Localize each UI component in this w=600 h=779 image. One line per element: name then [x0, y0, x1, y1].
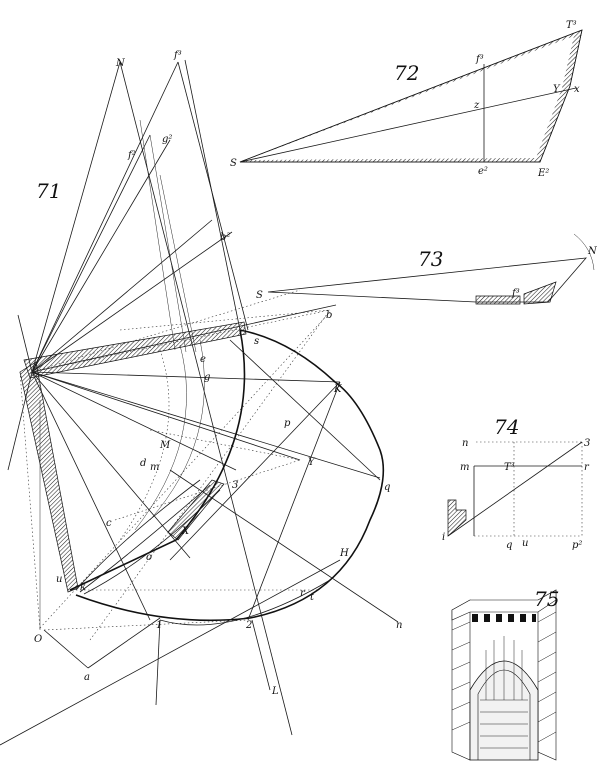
label-E2-72: E² — [537, 168, 549, 179]
label-b2-71: b² — [220, 232, 230, 243]
middle-strip-hatch — [167, 479, 225, 541]
label-g2-71: g² — [162, 134, 172, 145]
label-Y-72: Y — [553, 84, 561, 95]
label-a-71: a — [84, 672, 90, 683]
label-g-71: g — [204, 372, 210, 383]
figure-72: T³ f³ z Y x S E² e² 72 — [230, 20, 583, 179]
label-f2-71: f² — [127, 150, 136, 161]
label-e2-72: e² — [478, 166, 488, 177]
label-z-72: z — [473, 100, 480, 111]
label-L-71: L — [271, 686, 279, 697]
label-e-71: e — [200, 354, 206, 365]
label-t-71: t — [310, 592, 315, 603]
label-N-71: N — [115, 58, 126, 69]
label-f3-72: f³ — [475, 54, 484, 65]
figure-75: 75 — [451, 587, 559, 761]
label-p2-74: p² — [572, 540, 582, 551]
fig74-step-hatch — [447, 499, 467, 537]
label-X-71: X — [181, 526, 190, 537]
figure-73: S f³ N 73 — [256, 233, 598, 305]
label-d-71: d — [140, 458, 146, 469]
label-q-71: q — [384, 482, 390, 493]
label-p-71: p — [284, 418, 291, 429]
label-T3-72: T³ — [566, 20, 577, 31]
top-beam-hatch — [23, 321, 247, 379]
label-m-71: m — [150, 462, 159, 473]
figure-number-74: 74 — [494, 415, 519, 439]
fig73-end — [523, 281, 557, 305]
label-M-71: M — [159, 440, 171, 451]
label-Y-71: Y — [308, 457, 316, 468]
label-3-74: 3 — [584, 438, 590, 449]
fig73-strip — [475, 295, 521, 305]
label-k-71: k — [80, 582, 86, 593]
label-f3-71: f³ — [173, 50, 182, 61]
label-u-71: u — [56, 574, 62, 585]
label-r-71: r — [300, 588, 306, 599]
label-n-74: n — [462, 438, 468, 449]
figure-71: N f³ f² g² b² b g Y K q H r n M X O a L … — [0, 50, 402, 746]
label-s-71: s — [254, 336, 259, 347]
label-N-73: N — [587, 246, 598, 257]
label-S-73: S — [256, 290, 263, 301]
label-n-71: n — [396, 620, 402, 631]
label-3-71: 3 — [232, 480, 238, 491]
label-S-72: S — [230, 158, 237, 169]
left-wall-hatch — [19, 361, 79, 593]
fig75-left-pier — [451, 599, 471, 761]
label-i-74: i — [442, 532, 445, 543]
label-b-71: b — [326, 310, 332, 321]
label-O-71: O — [34, 634, 42, 645]
label-c-71: c — [106, 518, 112, 529]
figure-number-73: 73 — [418, 247, 443, 271]
fig75-right-pier — [537, 589, 557, 761]
label-f3-73: f³ — [511, 288, 520, 299]
label-q-74: q — [506, 540, 512, 551]
label-2-71: 2 — [245, 620, 252, 631]
label-x-72: x — [574, 84, 580, 95]
fig75-top — [451, 589, 557, 621]
label-T3-74: T³ — [504, 462, 515, 473]
label-m-74: m — [460, 462, 469, 473]
label-o-71: o — [146, 552, 152, 563]
figure-number-72: 72 — [394, 61, 419, 85]
label-u-74: u — [522, 538, 528, 549]
label-r-74: r — [584, 462, 590, 473]
figure-number-71: 71 — [36, 179, 61, 203]
label-K-71: K — [333, 384, 342, 395]
figure-74: n 3 m T³ r i q u p² 74 — [442, 415, 590, 551]
label-H-71: H — [339, 548, 349, 559]
figure-number-75: 75 — [534, 587, 559, 611]
label-1-71: 1 — [156, 620, 162, 631]
